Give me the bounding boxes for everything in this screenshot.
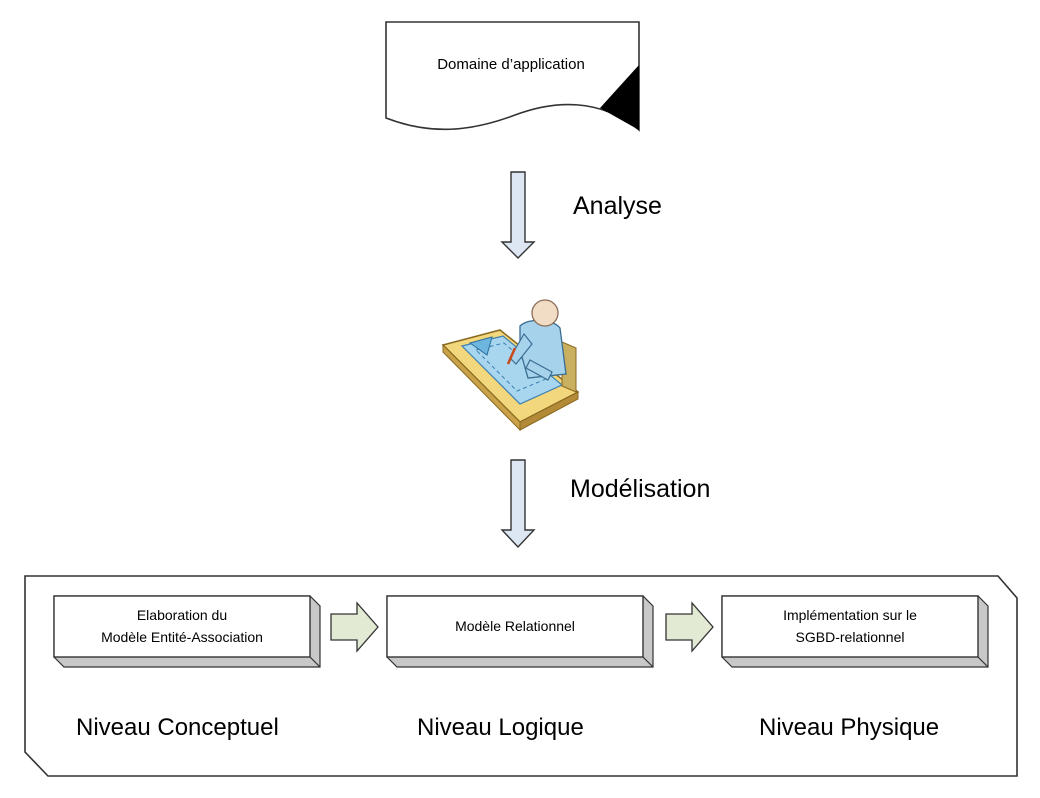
stage-1-text: Elaboration du Modèle Entité-Association [54, 604, 310, 648]
stage-2-text: Modèle Relationnel [387, 615, 643, 637]
level-physique-label: Niveau Physique [759, 714, 940, 741]
stage-box-2 [386, 595, 654, 668]
stage-3-line-2: SGBD-relationnel [795, 629, 905, 645]
document-label: Domaine d’application [437, 56, 585, 73]
step-analyse-label: Analyse [573, 192, 662, 220]
stage-1-line-1: Elaboration du [136, 607, 228, 623]
designer-icon [441, 299, 580, 432]
stage-box-3 [721, 595, 989, 668]
stage-arrow-1 [330, 601, 379, 653]
modelisation-arrow [500, 459, 536, 549]
analyse-arrow [500, 171, 536, 259]
stage-arrow-2 [665, 601, 714, 653]
step-modelisation-label: Modélisation [570, 475, 711, 503]
level-conceptuel-label: Niveau Conceptuel [76, 714, 279, 741]
stage-1-line-2: Modèle Entité-Association [101, 629, 263, 645]
stage-3-text: Implémentation sur le SGBD-relationnel [722, 604, 978, 648]
level-logique-label: Niveau Logique [417, 714, 584, 741]
document-shape [385, 21, 640, 132]
stage-box-1 [53, 595, 321, 668]
stage-3-line-1: Implémentation sur le [783, 607, 917, 623]
stage-2-line-1: Modèle Relationnel [455, 618, 575, 634]
